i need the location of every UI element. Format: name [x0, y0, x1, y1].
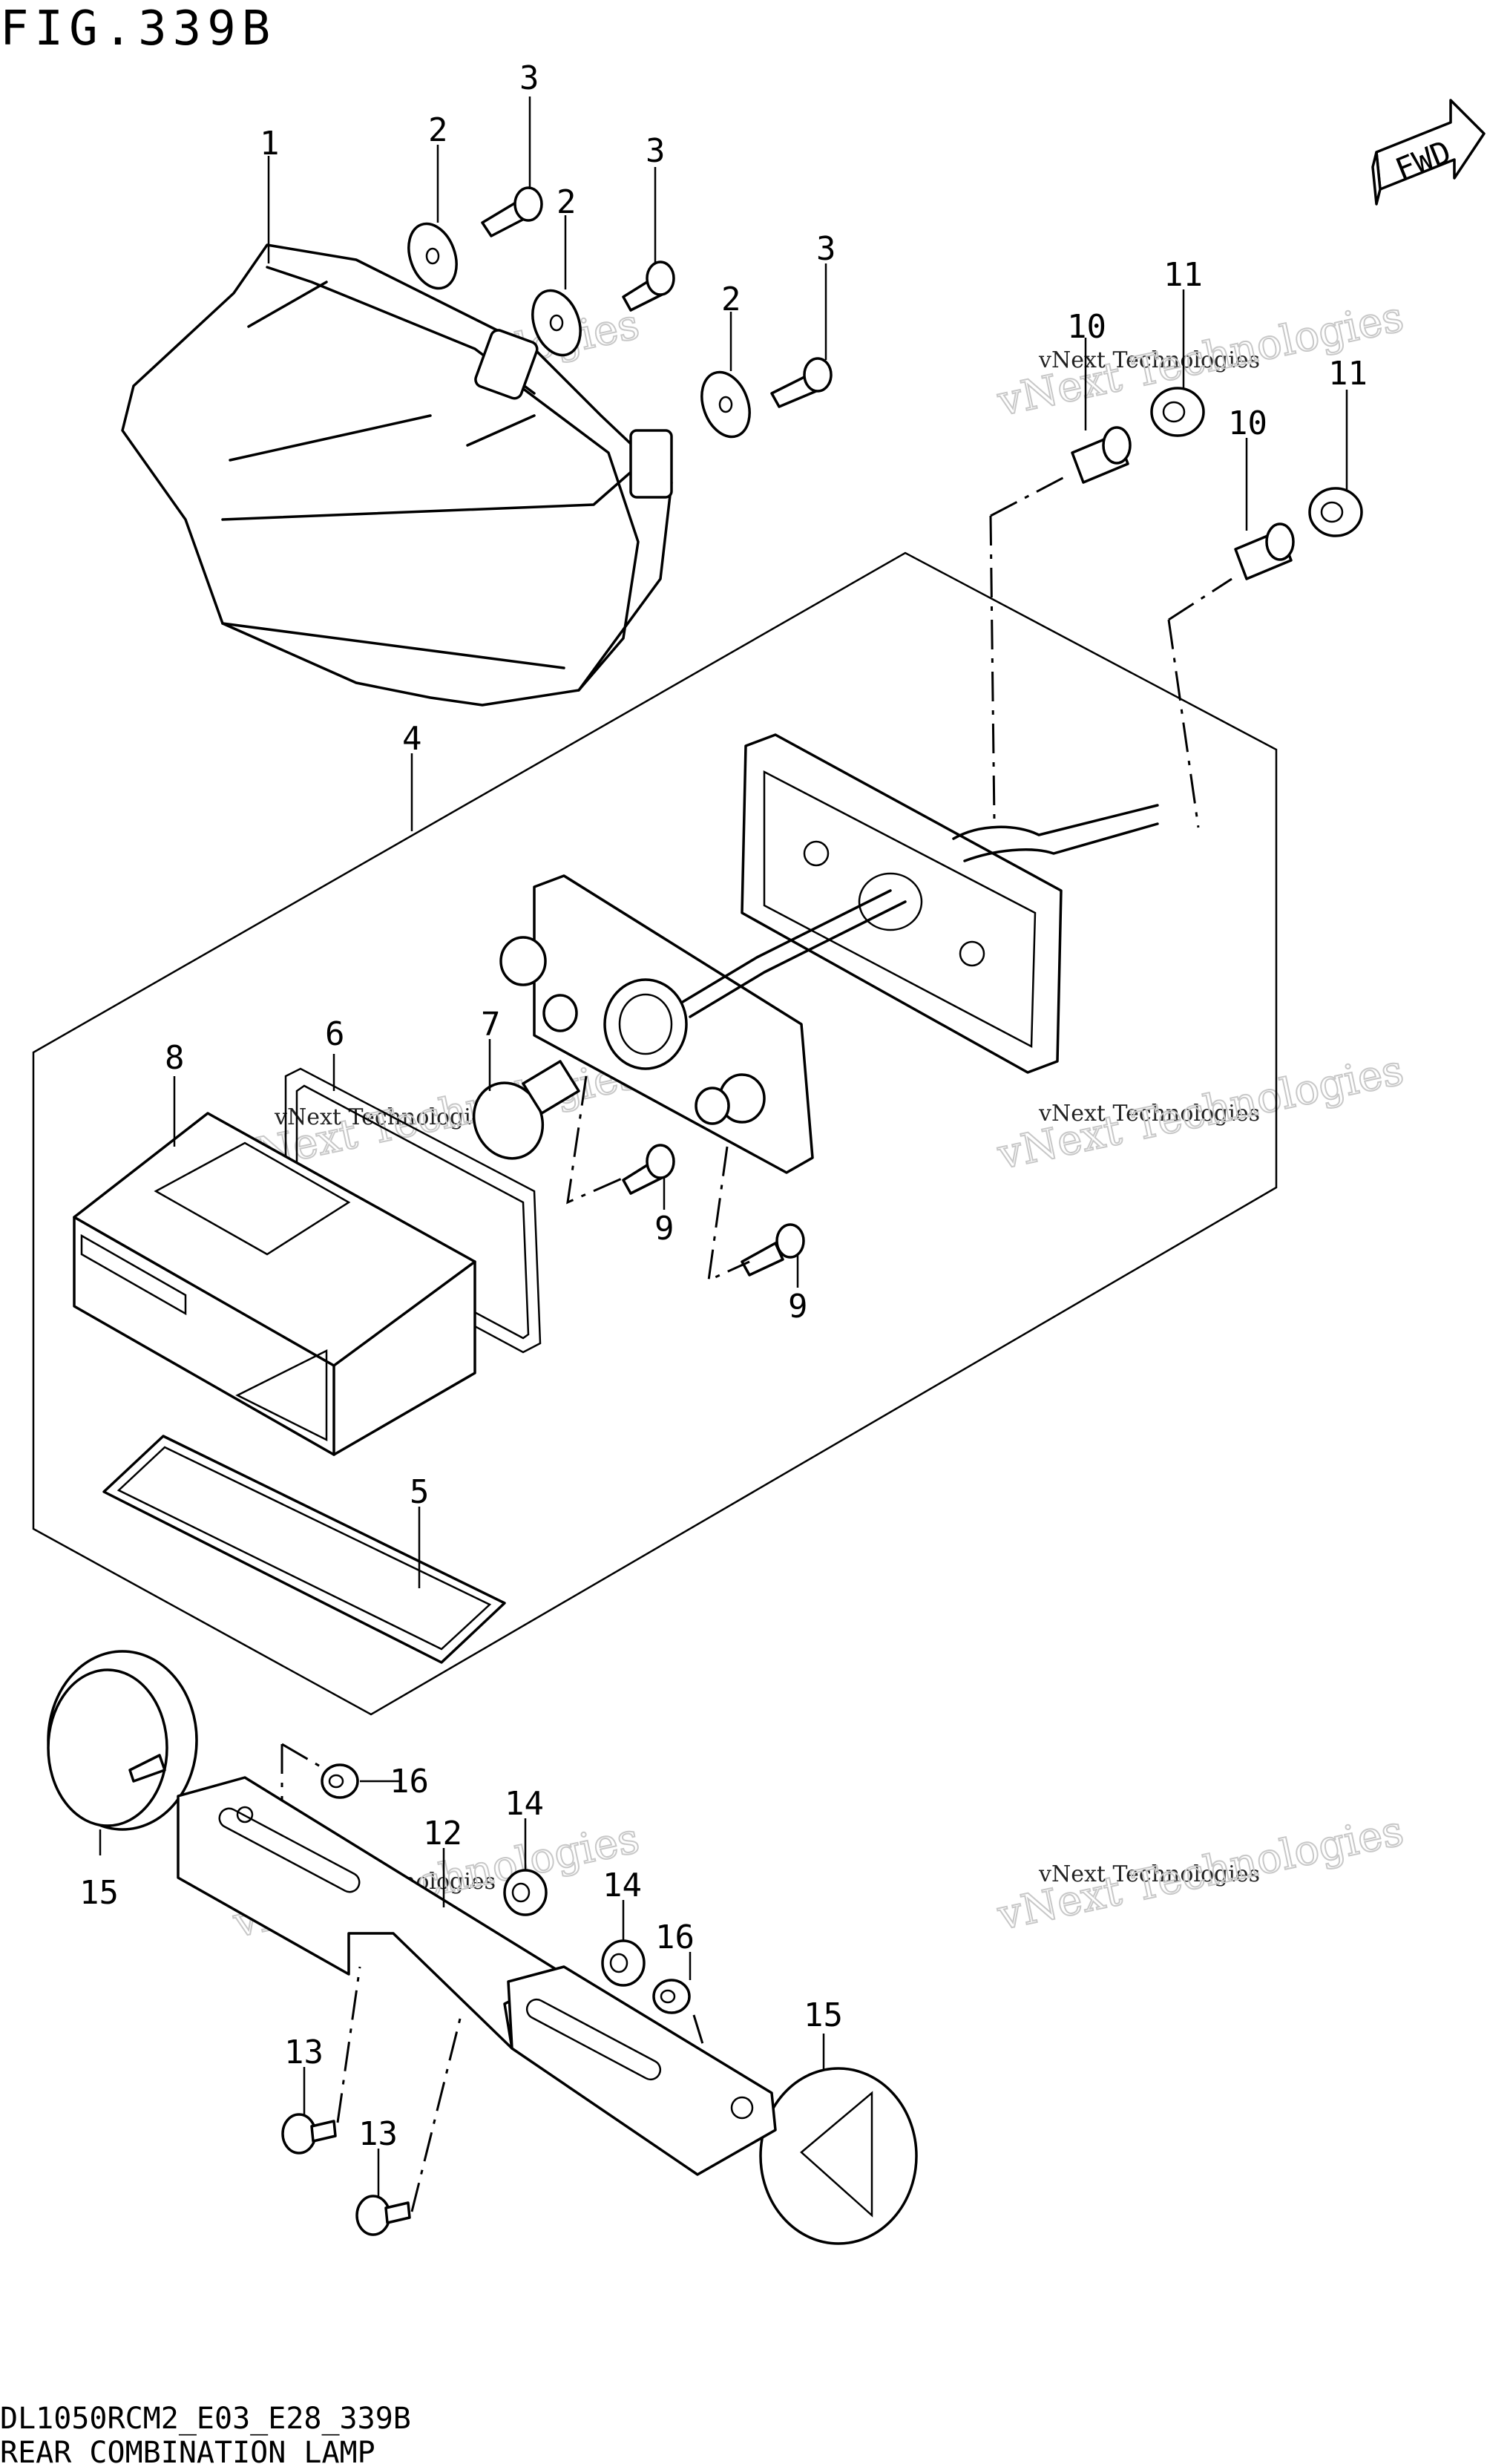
- license-bracket: [177, 1776, 777, 2176]
- callout-label: 11: [1163, 256, 1203, 294]
- washer-icon: [407, 222, 458, 290]
- grommet-icon: [503, 1869, 548, 1916]
- screw-icon: [770, 357, 833, 408]
- screw-icon: [622, 1144, 675, 1195]
- callout-label: 11: [1328, 355, 1368, 393]
- reflector-icon: [759, 2067, 918, 2245]
- callout-label: 13: [284, 2034, 324, 2071]
- figure-caption: REAR COMBINATION LAMP: [0, 2436, 375, 2464]
- callout-label: 12: [423, 1815, 462, 1852]
- callout-label: 15: [79, 1874, 119, 1912]
- nut-icon: [1308, 487, 1363, 537]
- socket-housing: [499, 874, 907, 1174]
- bolt-icon: [281, 2113, 337, 2155]
- grommet-icon: [601, 1939, 646, 1987]
- watermark-mid-right: vNext Technologies vNext Technologies: [992, 1045, 1408, 1179]
- collar-icon: [1234, 522, 1295, 580]
- callout-label: 9: [788, 1288, 808, 1326]
- reflector-icon: [47, 1650, 198, 1831]
- watermark-line1: vNext Technologies: [274, 1104, 496, 1130]
- tail-lamp-housing: [121, 243, 673, 707]
- callout-label: 4: [402, 720, 422, 758]
- figure-title: FIG.339B: [0, 1, 276, 56]
- callout-label: 7: [481, 1006, 501, 1043]
- bolt-icon: [355, 2195, 411, 2236]
- screw-icon: [481, 186, 543, 237]
- nut-icon: [652, 1979, 691, 2014]
- callout-label: 16: [655, 1919, 695, 1956]
- callout-label: 14: [603, 1867, 642, 1904]
- watermark-line1: vNext Technologies: [1038, 347, 1260, 373]
- callout-label: 6: [325, 1015, 345, 1053]
- callout-label: 5: [410, 1473, 430, 1511]
- callout-label: 3: [816, 230, 836, 268]
- collar-icon: [1071, 426, 1132, 484]
- bulb-icon: [472, 1060, 580, 1160]
- tail-lamp-lens: [73, 1112, 476, 1456]
- screw-icon: [741, 1223, 805, 1277]
- washer-icon: [700, 370, 751, 439]
- callout-label: 10: [1228, 404, 1267, 442]
- callout-label: 9: [654, 1210, 674, 1248]
- callout-label: 3: [646, 132, 666, 170]
- callout-label: 2: [428, 111, 448, 149]
- callout-label: 10: [1067, 308, 1106, 346]
- callout-label: 2: [721, 281, 741, 318]
- callout-label: 16: [390, 1763, 429, 1801]
- lamp-mounting-plate: [741, 733, 1159, 1074]
- nut-icon: [321, 1763, 359, 1799]
- washer-icon: [531, 289, 582, 357]
- callout-label: 3: [519, 59, 539, 97]
- license-lens: [102, 1435, 506, 1664]
- fwd-arrow-icon: FWD: [1371, 99, 1486, 206]
- watermark-bottom-right: vNext Technologies vNext Technologies: [992, 1806, 1408, 1940]
- screw-icon: [622, 261, 675, 312]
- callout-label: 14: [505, 1785, 544, 1823]
- model-code: DL1050RCM2_E03_E28_339B: [0, 2402, 411, 2436]
- callout-label: 1: [260, 125, 280, 163]
- callout-label: 8: [165, 1039, 185, 1077]
- callout-label: 13: [358, 2115, 398, 2153]
- watermark-line1: vNext Technologies: [1038, 1101, 1260, 1127]
- callout-label: 2: [557, 183, 577, 221]
- assembly-outline: [32, 551, 1278, 1716]
- watermark-line1: vNext Technologies: [1038, 1861, 1260, 1887]
- callout-label: 15: [804, 1996, 843, 2034]
- nut-icon: [1150, 387, 1205, 437]
